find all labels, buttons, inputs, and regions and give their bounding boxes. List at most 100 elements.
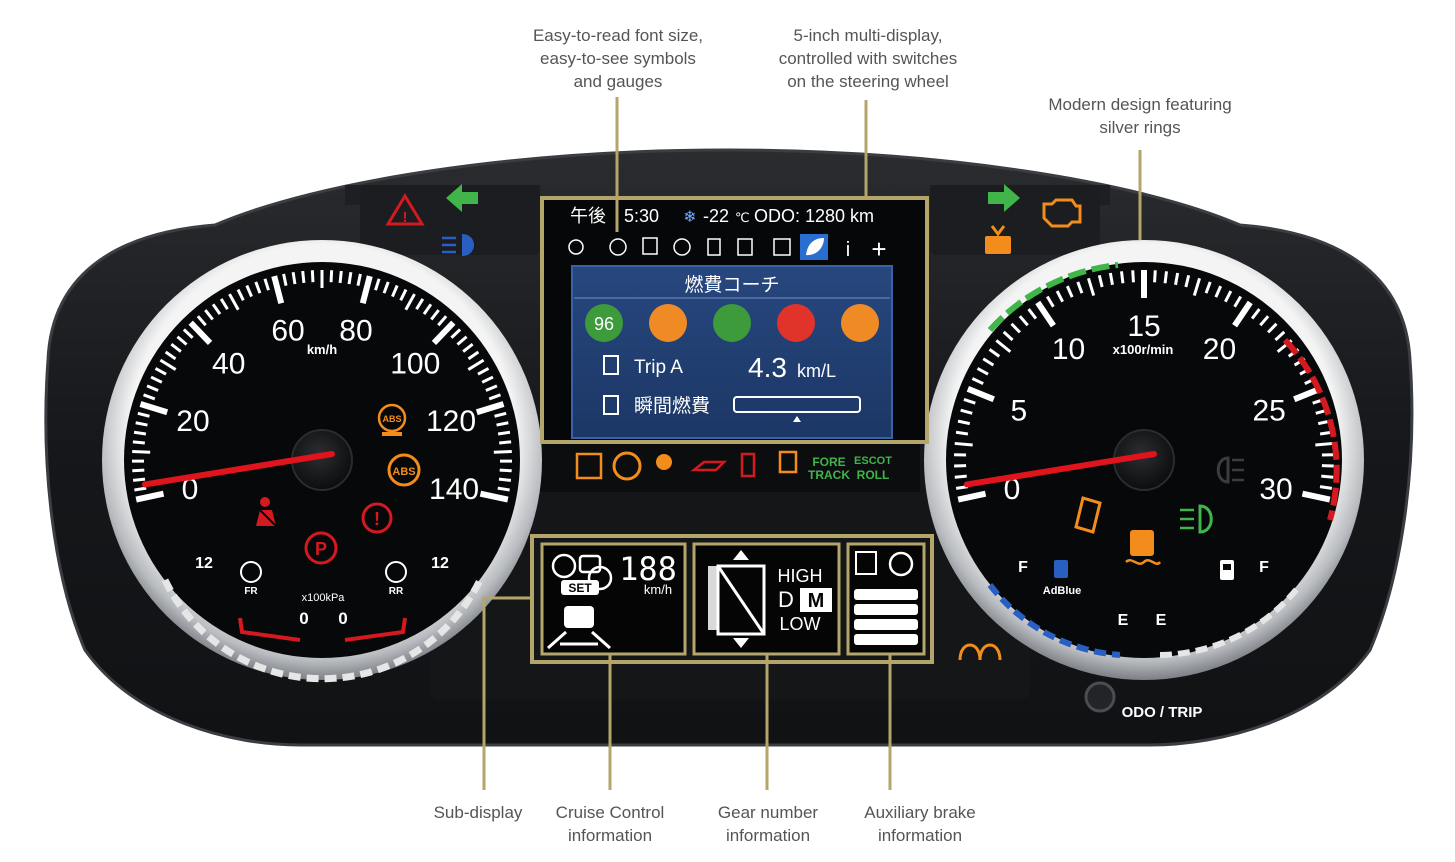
callout-silver-rings: Modern design featuring silver rings (1048, 95, 1232, 137)
speed-label: 60 (271, 314, 304, 347)
engine-coach-icon (649, 304, 687, 342)
speed-tick (132, 440, 145, 445)
odo-trip-label: ODO / TRIP (1122, 704, 1203, 721)
brake-level-1 (854, 589, 918, 600)
speed-unit-label: km/h (307, 342, 337, 357)
rpm-tick (1315, 441, 1334, 447)
speed-tick (236, 288, 245, 301)
rpm-tick (960, 408, 973, 415)
cruise-control-section: SET 188 km/h (547, 550, 677, 650)
callout-lines (482, 97, 1142, 790)
score-badge (585, 304, 623, 342)
retarder-icon (888, 551, 914, 577)
svg-text:℃: ℃ (735, 211, 750, 226)
svg-text:FR: FR (244, 586, 258, 597)
frost-icon: ❄ (683, 207, 696, 226)
speed-tick (462, 343, 474, 353)
svg-text:ODO: 1280 km: ODO: 1280 km (754, 206, 874, 226)
speed-label: 140 (429, 473, 479, 506)
speed-tick (404, 293, 416, 311)
check-engine-icon (1042, 198, 1082, 228)
svg-text:ESCOT: ESCOT (854, 455, 892, 467)
instant-fuel-bar (733, 396, 861, 413)
svg-text:12: 12 (195, 555, 213, 572)
front-fog-icon (1180, 504, 1213, 534)
rpm-tick (995, 339, 1012, 353)
speed-tick (150, 375, 163, 384)
speed-tick (329, 270, 334, 283)
rpm-label: 0 (1004, 473, 1021, 506)
svg-text:-22: -22 (703, 206, 729, 226)
rpm-coach-icon (713, 304, 751, 342)
plus-icon: + (871, 234, 886, 264)
svg-text:F: F (1259, 559, 1269, 576)
speed-tick (196, 315, 207, 327)
callout-font-symbols: Easy-to-read font size, easy-to-see symb… (532, 26, 704, 91)
speed-label: 100 (390, 347, 440, 380)
speed-tick (228, 293, 240, 311)
speed-tick (359, 275, 373, 304)
speed-tick (431, 320, 456, 345)
speed-tick (437, 315, 448, 327)
speed-tick (485, 384, 498, 392)
speed-tick (347, 271, 353, 285)
fuel-coach-icon (568, 239, 584, 255)
rpm-tick (1319, 485, 1333, 490)
speed-tick (488, 393, 501, 401)
rpm-tick (982, 357, 995, 367)
parking-brake-icon: P (304, 531, 338, 565)
info-icon: i (846, 239, 850, 261)
right-turn-arrow-icon (988, 184, 1020, 212)
gear-m-label: M (808, 590, 825, 612)
rpm-tick (1250, 308, 1261, 320)
speed-tick (497, 430, 511, 436)
speed-tick (301, 270, 306, 284)
speed-tick (134, 486, 147, 492)
abs-trailer-icon: ABS (377, 403, 407, 436)
rpm-tick (1153, 270, 1157, 283)
fog-lamp-icon (1216, 456, 1244, 484)
rpm-tick (1131, 270, 1135, 283)
abs-icon: ABS (387, 453, 421, 487)
rpm-label: 15 (1127, 310, 1160, 343)
idle-coach-icon (841, 304, 879, 342)
speed-tick (450, 328, 462, 339)
fuel-gauge: F E E F AdBlue (987, 559, 1303, 658)
speed-tick (263, 278, 270, 291)
economy-zone-arc (987, 262, 1119, 333)
speed-tick (176, 335, 188, 346)
gear-up-icon (733, 550, 749, 560)
fuel-coach-panel (571, 265, 893, 439)
speed-needle (141, 451, 335, 488)
odo-trip-button[interactable]: ODO / TRIP (1084, 681, 1203, 721)
collision-warning-icon (985, 225, 1011, 254)
speed-tick (164, 350, 177, 361)
trip-fuel-icon (603, 355, 619, 375)
speed-tick (382, 281, 390, 294)
dpr-icon (773, 238, 791, 256)
speed-tick (282, 273, 288, 286)
sub-display: SET 188 km/h HIGH D M LOW (530, 534, 934, 664)
cruise-set-label: SET (568, 581, 592, 595)
svg-text:!: ! (374, 509, 380, 529)
svg-text:RR: RR (389, 586, 404, 597)
speed-tick (356, 273, 362, 286)
speed-tick (245, 284, 253, 298)
coolant-icon (642, 237, 658, 255)
gearbox-warning-icon (575, 452, 603, 480)
rpm-tick (1035, 300, 1056, 328)
rpm-tick (1301, 490, 1331, 503)
rpm-label: 20 (1203, 333, 1236, 366)
speed-label: 80 (339, 314, 372, 347)
speed-tick (422, 303, 433, 315)
brake-level-3 (854, 619, 918, 630)
speed-tick (374, 278, 381, 291)
svg-text:P: P (315, 539, 327, 559)
airbag-icon (656, 454, 672, 470)
svg-text:5:30: 5:30 (624, 206, 659, 226)
redline-zone-arc (1282, 337, 1340, 521)
speed-tick (135, 421, 148, 427)
general-warning-icon (612, 451, 642, 481)
svg-text:0: 0 (299, 609, 308, 628)
adblue-display-icon (737, 238, 753, 256)
